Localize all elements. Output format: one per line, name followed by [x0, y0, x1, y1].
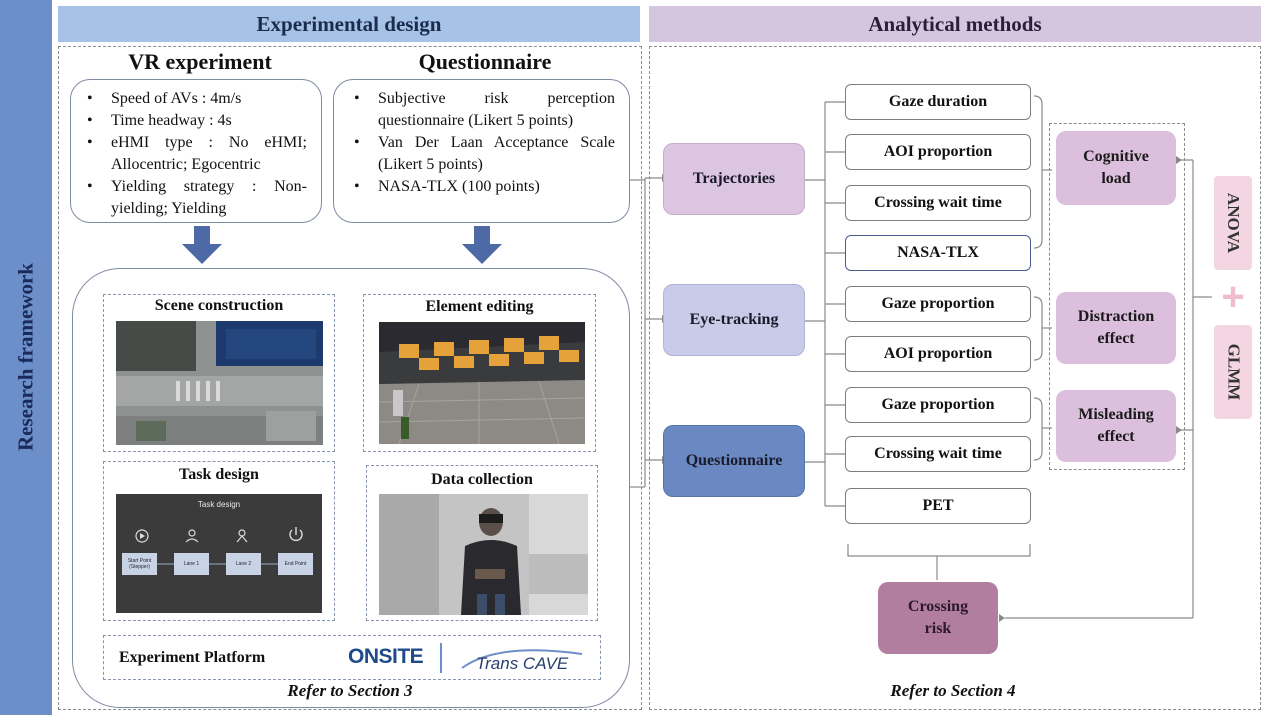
source-eye-tracking: Eye-tracking — [663, 284, 805, 356]
stat-anova-label: ANOVA — [1224, 192, 1244, 254]
questionnaire-title: Questionnaire — [418, 49, 552, 74]
experimental-design-section — [58, 46, 642, 710]
analytical-methods-section — [649, 46, 1261, 710]
list-item: Yielding strategy : Non-yielding; Yieldi… — [81, 176, 307, 220]
task-design-panel — [103, 461, 335, 621]
experiment-platform-bar — [103, 635, 601, 680]
list-item: Subjective risk perception questionnaire… — [348, 88, 615, 132]
element-editing-panel — [363, 294, 596, 452]
list-item: NASA-TLX (100 points) — [348, 176, 615, 198]
source-trajectories: Trajectories — [663, 143, 805, 215]
down-arrow-icon — [462, 226, 502, 264]
refer-section-4: Refer to Section 4 — [890, 681, 1016, 700]
data-collection-panel — [366, 465, 598, 621]
stat-glmm: GLMM — [1214, 325, 1252, 419]
element-editing-image — [379, 322, 585, 444]
data-collection-image — [379, 494, 588, 615]
metric-gaze-proportion: Gaze proportion — [845, 387, 1031, 423]
vr-experiment-title: VR experiment — [128, 49, 272, 74]
crossing-risk-box: Crossing risk — [878, 582, 998, 654]
task-step-lane2: Lane 2 — [226, 553, 261, 575]
metric-crossing-wait-time: Crossing wait time — [845, 185, 1031, 221]
task-step-end: End Point — [278, 553, 313, 575]
list-item: eHMI type : No eHMI; Allocentric; Egocen… — [81, 132, 307, 176]
metric-nasa-tlx: NASA-TLX — [845, 235, 1031, 271]
source-questionnaire: Questionnaire — [663, 425, 805, 497]
element-editing-title: Element editing — [425, 298, 534, 315]
transcave-logo-swoosh — [461, 649, 583, 669]
plus-icon: + — [1221, 275, 1245, 319]
experiment-platform-label: Experiment Platform — [119, 649, 266, 666]
metric-aoi-proportion: AOI proportion — [845, 134, 1031, 170]
stat-anova: ANOVA — [1214, 176, 1252, 270]
scene-construction-panel — [103, 294, 335, 452]
refer-section-3: Refer to Section 3 — [287, 681, 413, 700]
onsite-logo: ONSITE — [348, 645, 424, 668]
questionnaire-box: Subjective risk perception questionnaire… — [333, 79, 630, 223]
task-screen-title: Task design — [197, 500, 241, 509]
effect-cognitive-load: Cognitive load — [1056, 131, 1176, 205]
stat-glmm-label: GLMM — [1224, 343, 1243, 401]
effects-container — [1049, 123, 1185, 470]
data-collection-title: Data collection — [431, 471, 533, 488]
list-item: Time headway : 4s — [81, 110, 307, 132]
questionnaire-list: Subjective risk perception questionnaire… — [348, 88, 615, 198]
scene-construction-image — [116, 321, 323, 445]
list-item: Speed of AVs : 4m/s — [81, 88, 307, 110]
metric-gaze-proportion: Gaze proportion — [845, 286, 1031, 322]
task-step-start: Start Point (Stepper) — [122, 553, 157, 575]
effect-distraction: Distraction effect — [1056, 292, 1176, 364]
metric-gaze-duration: Gaze duration — [845, 84, 1031, 120]
vr-experiment-list: Speed of AVs : 4m/s Time headway : 4s eH… — [81, 88, 307, 220]
task-design-title: Task design — [179, 466, 259, 483]
metric-aoi-proportion: AOI proportion — [845, 336, 1031, 372]
effect-misleading: Misleading effect — [1056, 390, 1176, 462]
platform-container — [72, 268, 630, 708]
task-step-lane1: Lane 1 — [174, 553, 209, 575]
metric-crossing-wait-time: Crossing wait time — [845, 436, 1031, 472]
header-experimental-design: Experimental design — [58, 6, 640, 42]
task-screen-icons — [135, 527, 303, 565]
scene-construction-title: Scene construction — [154, 297, 284, 314]
down-arrow-icon — [182, 226, 222, 264]
metric-pet: PET — [845, 488, 1031, 524]
task-design-image: Task design Start Point (Stepper) Lane 1… — [116, 494, 322, 613]
transcave-logo: Trans CAVE — [476, 654, 569, 673]
logo-divider — [440, 643, 442, 673]
header-analytical-methods: Analytical methods — [649, 6, 1261, 42]
vr-experiment-box: Speed of AVs : 4m/s Time headway : 4s eH… — [70, 79, 322, 223]
list-item: Van Der Laan Acceptance Scale (Likert 5 … — [348, 132, 615, 176]
sidebar: Research framework — [0, 0, 52, 715]
